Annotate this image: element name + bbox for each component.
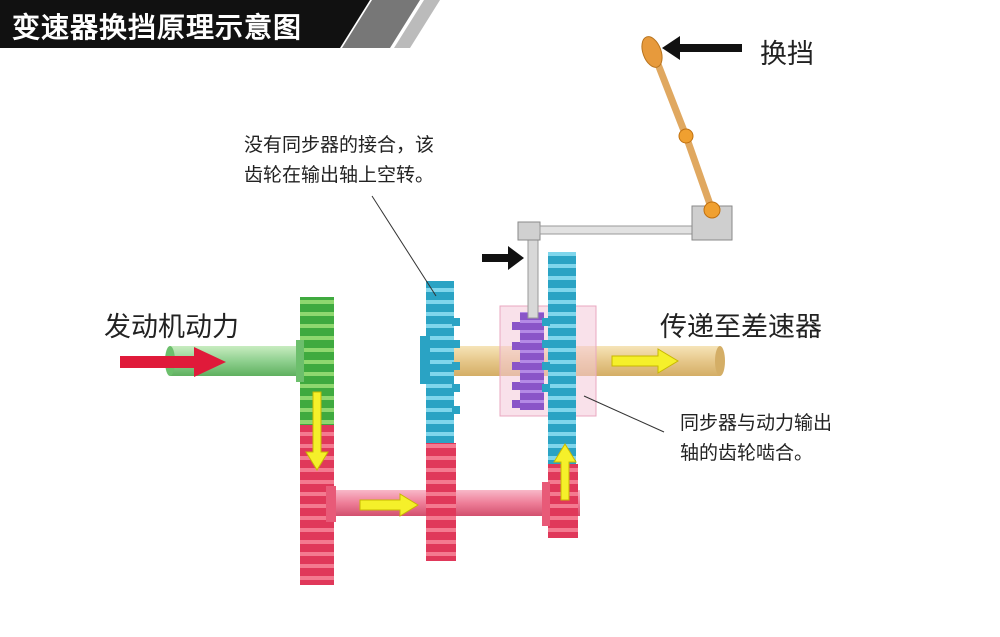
synchronizer: [512, 312, 544, 410]
note-idle-gear: 没有同步器的接合，该 齿轮在输出轴上空转。: [244, 130, 434, 190]
output-shaft-end: [715, 346, 725, 376]
label-shift: 换挡: [760, 39, 814, 70]
label-to-differential: 传递至差速器: [660, 312, 822, 343]
idle-output-gear: [420, 281, 460, 443]
countershaft-right-gear: [542, 464, 578, 538]
title-banner-shape: [0, 0, 440, 48]
engaged-output-gear: [542, 252, 576, 464]
power-flow-down-arrow-icon: [305, 391, 329, 471]
note-idle-line-1: 没有同步器的接合，该: [244, 134, 435, 156]
label-engine-power: 发动机动力: [104, 312, 239, 343]
title-banner: 变速器换挡原理示意图: [0, 0, 1000, 48]
callout-line-idle: [371, 195, 437, 297]
note-idle-line-2: 齿轮在输出轴上空转。: [244, 164, 435, 186]
power-flow-up-arrow-icon: [553, 443, 577, 501]
power-flow-output-arrow-icon: [611, 348, 679, 374]
note-sync-line-1: 同步器与动力输出: [680, 412, 833, 434]
input-power-arrow-icon: [120, 347, 226, 377]
shift-lever: [641, 36, 733, 241]
countershaft-middle-gear: [426, 443, 456, 561]
fork-push-arrow-icon: [482, 246, 524, 270]
power-flow-countershaft-arrow-icon: [359, 493, 419, 517]
note-sync-line-2: 轴的齿轮啮合。: [680, 442, 814, 464]
shift-fork: [517, 221, 693, 319]
power-flow-arrows: [305, 348, 679, 517]
callout-line-sync: [583, 395, 665, 433]
page-title: 变速器换挡原理示意图: [12, 11, 303, 44]
note-synchronizer: 同步器与动力输出 轴的齿轮啮合。: [680, 408, 832, 468]
shift-arrow-icon: [662, 36, 742, 60]
